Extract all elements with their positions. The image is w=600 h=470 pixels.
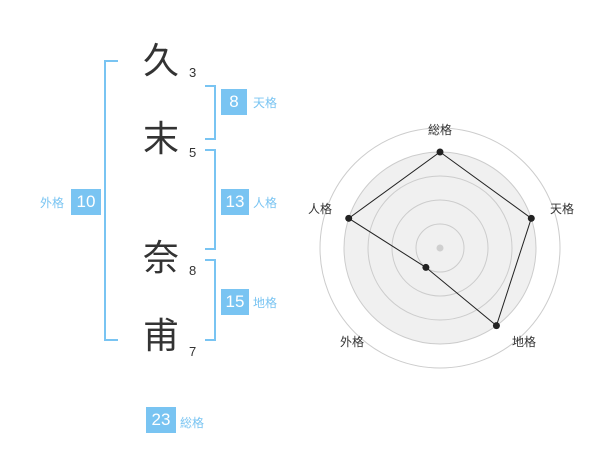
name-char-3: 奈 [143,238,180,279]
radar-label-chikaku: 地格 [512,335,537,349]
stroke-count-1: 3 [189,65,197,80]
stroke-count-2: 5 [189,145,197,160]
tenkaku-label: 天格 [253,96,278,110]
radar-point-2 [527,214,535,222]
name-char-4: 甫 [143,316,180,357]
radar-point-3 [492,322,500,330]
stroke-count-4: 7 [189,344,197,359]
radar-center-dot [436,244,444,252]
jinkaku-label: 人格 [253,196,278,210]
jinkaku-badge: 13 [221,189,249,215]
radar-point-1 [436,148,444,156]
gaikaku-bracket [104,60,118,341]
radar-label-soukaku: 総格 [428,123,453,137]
soukaku-badge: 23 [146,407,176,433]
radar-point-4 [422,263,430,271]
radar-series-line [347,151,532,327]
gaikaku-badge: 10 [71,189,101,215]
gaikaku-label: 外格 [40,196,65,210]
stroke-count-3: 8 [189,263,197,278]
tenkaku-bracket [205,85,216,140]
name-char-1: 久 [143,41,180,82]
radar-label-tenkaku: 天格 [550,202,575,216]
radar-label-jinkaku: 人格 [308,202,333,216]
tenkaku-badge: 8 [221,89,247,115]
soukaku-label: 総格 [180,416,205,430]
name-char-2: 末 [143,119,180,160]
radar-label-gaikaku: 外格 [340,335,365,349]
chikaku-label: 地格 [253,296,278,310]
jinkaku-bracket [205,149,216,250]
chikaku-badge: 15 [221,289,249,315]
chikaku-bracket [205,259,216,341]
radar-point-5 [345,214,353,222]
